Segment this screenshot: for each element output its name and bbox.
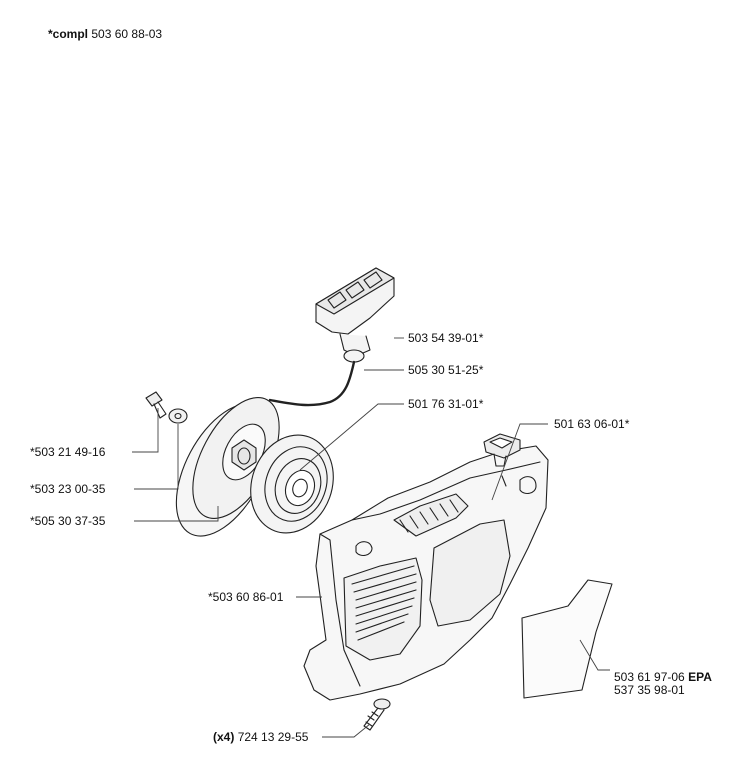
assembly-header: *compl 503 60 88-03	[48, 27, 162, 41]
pulley-drawing	[175, 397, 280, 537]
washer-drawing	[168, 408, 188, 424]
screw-drawing	[145, 391, 167, 419]
label-handle: 503 54 39-01*	[408, 331, 484, 345]
bolt-drawing	[363, 698, 391, 731]
label-screw: *503 21 49-16	[30, 445, 106, 459]
label-bolt-number: 724 13 29-55	[237, 730, 309, 744]
label-cord: 505 30 51-25*	[408, 363, 484, 377]
assembly-header-number: 503 60 88-03	[91, 27, 163, 41]
label-pulley: *505 30 37-35	[30, 514, 106, 528]
plug-drawing	[483, 433, 521, 467]
leader-washer	[134, 424, 179, 490]
starter-cover-drawing	[303, 445, 549, 701]
leader-plug	[491, 423, 548, 501]
label-decal-a: 503 61 97-06 EPA	[614, 670, 712, 684]
starter-handle-drawing	[315, 267, 395, 363]
leader-pulley	[134, 506, 219, 522]
leader-decal	[579, 639, 610, 671]
assembly-header-prefix: *compl	[48, 27, 89, 41]
label-bolt: (x4) 724 13 29-55	[213, 730, 308, 744]
leader-bolt	[322, 723, 371, 738]
label-plug: 501 63 06-01*	[554, 417, 630, 431]
leader-spring	[299, 403, 404, 471]
label-decal-a-suffix: EPA	[688, 670, 712, 684]
label-cover: *503 60 86-01	[208, 590, 284, 604]
label-decal-a-number: 503 61 97-06	[614, 670, 685, 684]
label-decal-b: 537 35 98-01	[614, 683, 685, 697]
label-spring: 501 76 31-01*	[408, 397, 484, 411]
starter-cord-drawing	[268, 360, 356, 407]
label-bolt-qty: (x4)	[213, 730, 235, 744]
decal-drawing	[521, 579, 613, 699]
leader-lines	[132, 337, 610, 738]
label-washer: *503 23 00-35	[30, 482, 106, 496]
leader-screw	[132, 408, 159, 453]
